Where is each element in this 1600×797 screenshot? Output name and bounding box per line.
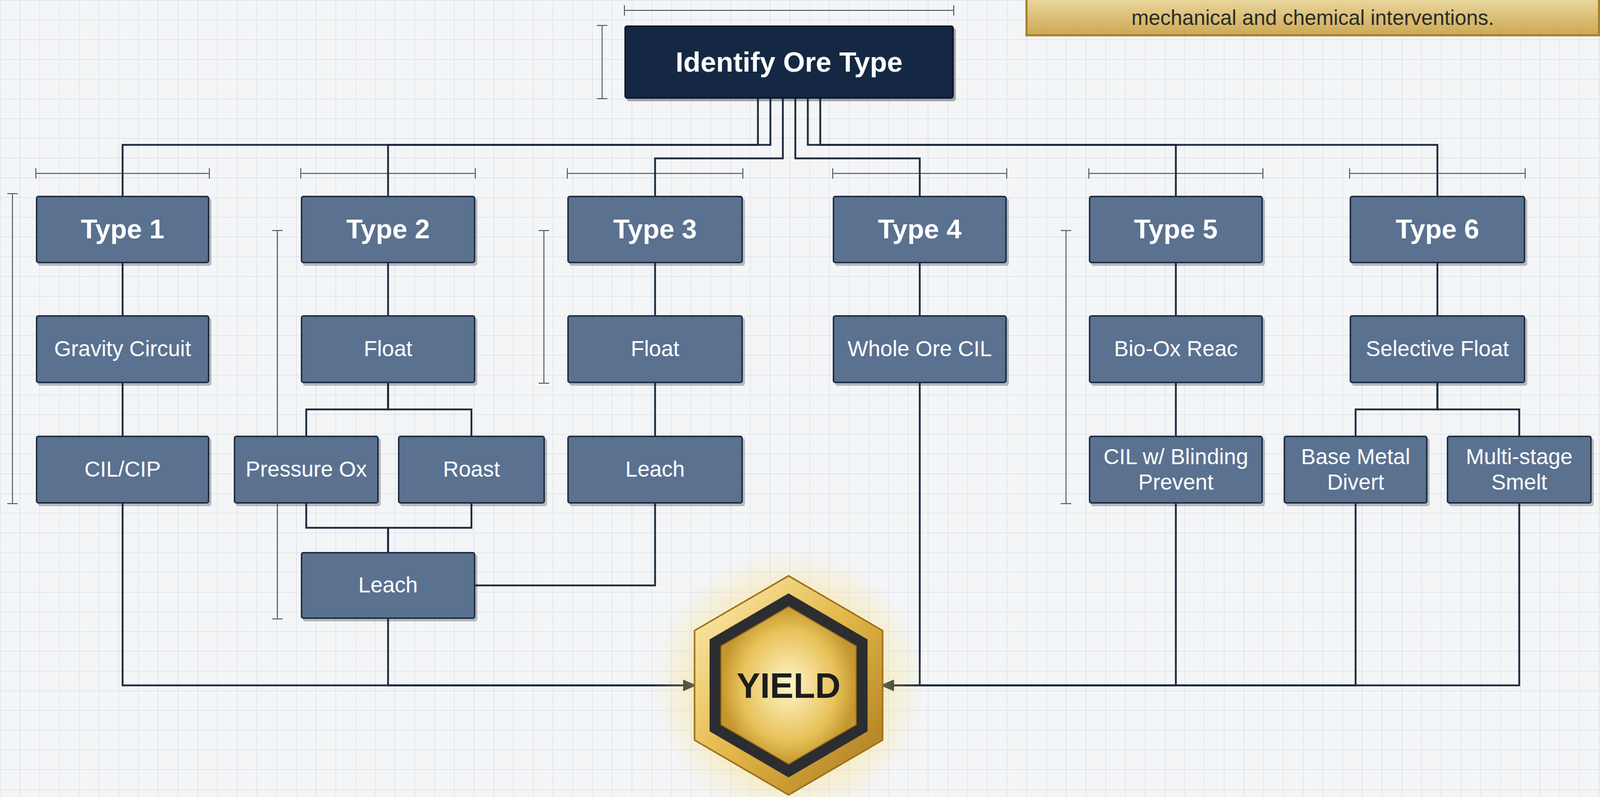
node-label: Type 4 <box>877 214 962 246</box>
node-label: Selective Float <box>1365 336 1509 362</box>
node-label: Type 1 <box>81 214 165 246</box>
flow-connector <box>122 98 758 196</box>
node-label: Leach <box>625 457 685 483</box>
ore-type-box: Type 2 <box>300 195 476 264</box>
node-label: Float <box>630 336 679 362</box>
flow-connector <box>122 503 696 686</box>
process-box: Multi-stage Smelt <box>1446 435 1592 504</box>
node-label: Type 6 <box>1395 214 1480 246</box>
process-box: Float <box>567 315 743 384</box>
flow-connector <box>881 503 1356 686</box>
dimension-lines <box>7 5 1526 620</box>
process-box: CIL w/ Blinding Prevent <box>1088 435 1263 504</box>
flow-connector <box>306 383 389 436</box>
flow-connector <box>1355 383 1438 436</box>
process-box: Leach <box>567 435 743 504</box>
flow-connector <box>807 98 1177 196</box>
process-box: CIL/CIP <box>35 435 210 504</box>
process-box: Gravity Circuit <box>35 315 210 384</box>
flow-connector <box>388 619 696 686</box>
node-label: Base Metal Divert <box>1292 444 1419 496</box>
node-label: Bio-Ox Reac <box>1113 336 1238 362</box>
ore-type-box: Type 3 <box>567 195 743 264</box>
node-label: Float <box>363 336 412 362</box>
node-label: Type 3 <box>613 214 698 246</box>
note-banner: mechanical and chemical interventions. <box>1025 0 1600 37</box>
flow-connector <box>1175 383 1178 436</box>
flow-connector <box>1175 263 1178 316</box>
flow-connector <box>121 383 124 436</box>
ore-type-box: Type 1 <box>35 195 210 264</box>
node-label: mechanical and chemical interventions. <box>1131 5 1495 30</box>
flow-connector <box>655 98 783 196</box>
node-label: Type 5 <box>1134 214 1218 246</box>
ore-type-box: Type 5 <box>1088 195 1263 264</box>
process-box: Bio-Ox Reac <box>1088 315 1263 384</box>
process-box: Leach <box>300 552 476 620</box>
process-box: Roast <box>397 435 545 504</box>
flow-connector <box>881 503 1520 686</box>
flow-connector <box>388 98 771 196</box>
node-label: Leach <box>358 572 418 598</box>
node-label: CIL w/ Blinding Prevent <box>1097 444 1255 496</box>
glow <box>652 549 925 797</box>
flow-connector <box>388 383 472 436</box>
ore-type-box: Type 6 <box>1349 195 1526 264</box>
node-label: Multi-stage Smelt <box>1455 444 1583 496</box>
process-box: Whole Ore CIL <box>832 315 1007 384</box>
flow-connector <box>1436 263 1439 316</box>
flow-connector <box>654 383 657 436</box>
node-label: Roast <box>443 457 501 483</box>
hexagon-ring <box>709 593 868 778</box>
flow-connector <box>121 263 124 316</box>
process-box: Base Metal Divert <box>1283 435 1428 504</box>
node-label: Whole Ore CIL <box>847 336 993 362</box>
node-label: Gravity Circuit <box>54 336 192 362</box>
flow-connector <box>387 263 390 316</box>
flow-connector <box>918 263 922 316</box>
flow-connector <box>388 503 472 553</box>
flow-connector <box>820 98 1438 196</box>
process-box: Pressure Ox <box>233 435 379 504</box>
flow-connector <box>881 503 1177 686</box>
node-label: Type 2 <box>346 214 431 246</box>
flow-connector <box>475 503 656 586</box>
flow-connector <box>1437 383 1520 436</box>
node-label: Identify Ore Type <box>675 45 903 78</box>
process-box: Selective Float <box>1349 315 1526 384</box>
hexagon-rim <box>694 576 883 796</box>
start-box: Identify Ore Type <box>624 25 954 99</box>
node-label: CIL/CIP <box>84 457 161 483</box>
flow-connector <box>795 98 920 196</box>
node-label: YIELD <box>736 665 841 706</box>
flow-connector <box>654 263 657 316</box>
process-box: Float <box>300 315 476 384</box>
flow-connector <box>306 503 389 553</box>
hexagon-core <box>721 606 857 765</box>
node-label: Pressure Ox <box>245 457 367 483</box>
ore-type-box: Type 4 <box>832 195 1007 264</box>
yield-hexagon: YIELD <box>694 576 883 796</box>
